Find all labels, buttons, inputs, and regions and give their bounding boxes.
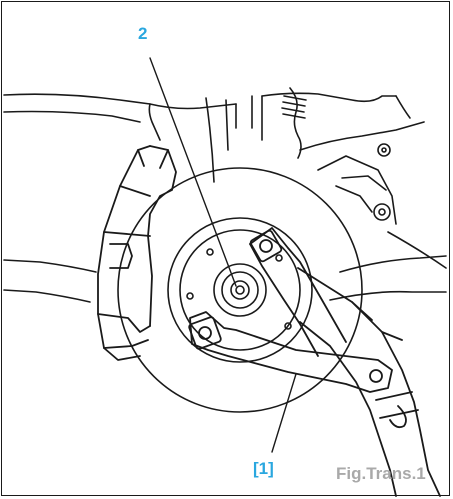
brake-disc xyxy=(117,167,363,413)
hub xyxy=(186,248,292,330)
brake-caliper xyxy=(97,145,177,361)
callout-label-tool-1: [1] xyxy=(253,459,274,478)
subframe-lower xyxy=(3,255,447,303)
brake-hose xyxy=(205,87,307,183)
wrench-extension xyxy=(297,267,441,497)
subframe-upper xyxy=(3,92,425,157)
holding-tool-arm xyxy=(249,227,347,357)
leader-lines xyxy=(149,57,297,453)
figure-caption: Fig.Trans.1 xyxy=(336,464,426,483)
right-bracket xyxy=(317,155,447,269)
holding-tool-bar xyxy=(188,311,393,393)
callout-label-2: 2 xyxy=(138,24,148,43)
